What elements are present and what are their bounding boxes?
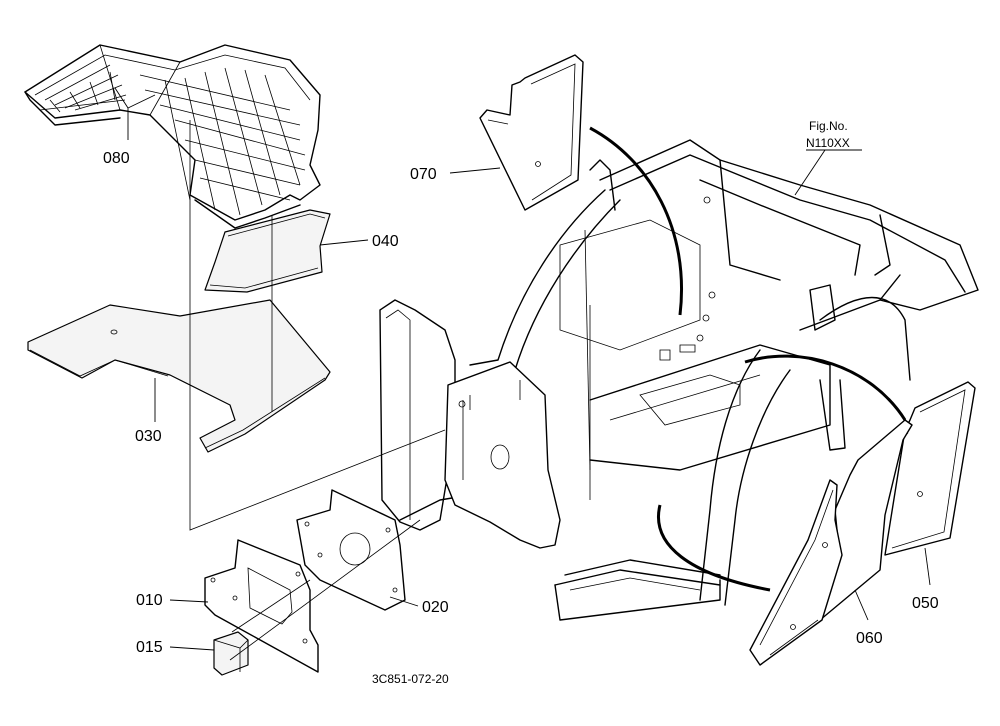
drawing-code: 3C851-072-20 — [372, 672, 449, 686]
part-010-label: 010 — [136, 592, 163, 609]
part-020-plate[interactable] — [296, 489, 406, 611]
part-050-callout: 050 — [912, 547, 939, 612]
part-040-label: 040 — [372, 233, 399, 250]
part-070-callout: 070 — [410, 166, 501, 183]
part-070-label: 070 — [410, 166, 437, 183]
part-060-panel[interactable] — [749, 419, 913, 666]
part-010-callout: 010 — [136, 592, 209, 609]
figure-number-tag: Fig.No. N110XX — [794, 119, 862, 196]
part-080-floor-mat[interactable] — [24, 44, 321, 229]
assembly-guides — [229, 519, 421, 661]
part-080-callout: 080 — [103, 87, 156, 167]
part-030-callout: 030 — [135, 378, 162, 445]
fig-number: N110XX — [806, 136, 850, 150]
part-040-mat[interactable] — [204, 209, 331, 293]
mounting-arcs — [589, 126, 907, 592]
part-015-pad[interactable] — [213, 631, 249, 676]
part-060-callout: 060 — [854, 589, 883, 647]
part-020-label: 020 — [422, 599, 449, 616]
cab-frame[interactable] — [379, 139, 979, 621]
part-040-callout: 040 — [319, 233, 399, 250]
part-080-label: 080 — [103, 150, 130, 167]
part-050-label: 050 — [912, 595, 939, 612]
part-015-label: 015 — [136, 639, 163, 656]
part-010-plate[interactable] — [204, 539, 319, 673]
part-030-floor-plate[interactable] — [27, 299, 331, 453]
part-020-callout: 020 — [389, 596, 449, 616]
part-070-panel[interactable] — [479, 54, 584, 211]
fig-label: Fig.No. — [809, 119, 848, 133]
part-015-callout: 015 — [136, 639, 215, 656]
part-050-panel[interactable] — [884, 381, 976, 556]
part-060-label: 060 — [856, 630, 883, 647]
part-030-label: 030 — [135, 428, 162, 445]
